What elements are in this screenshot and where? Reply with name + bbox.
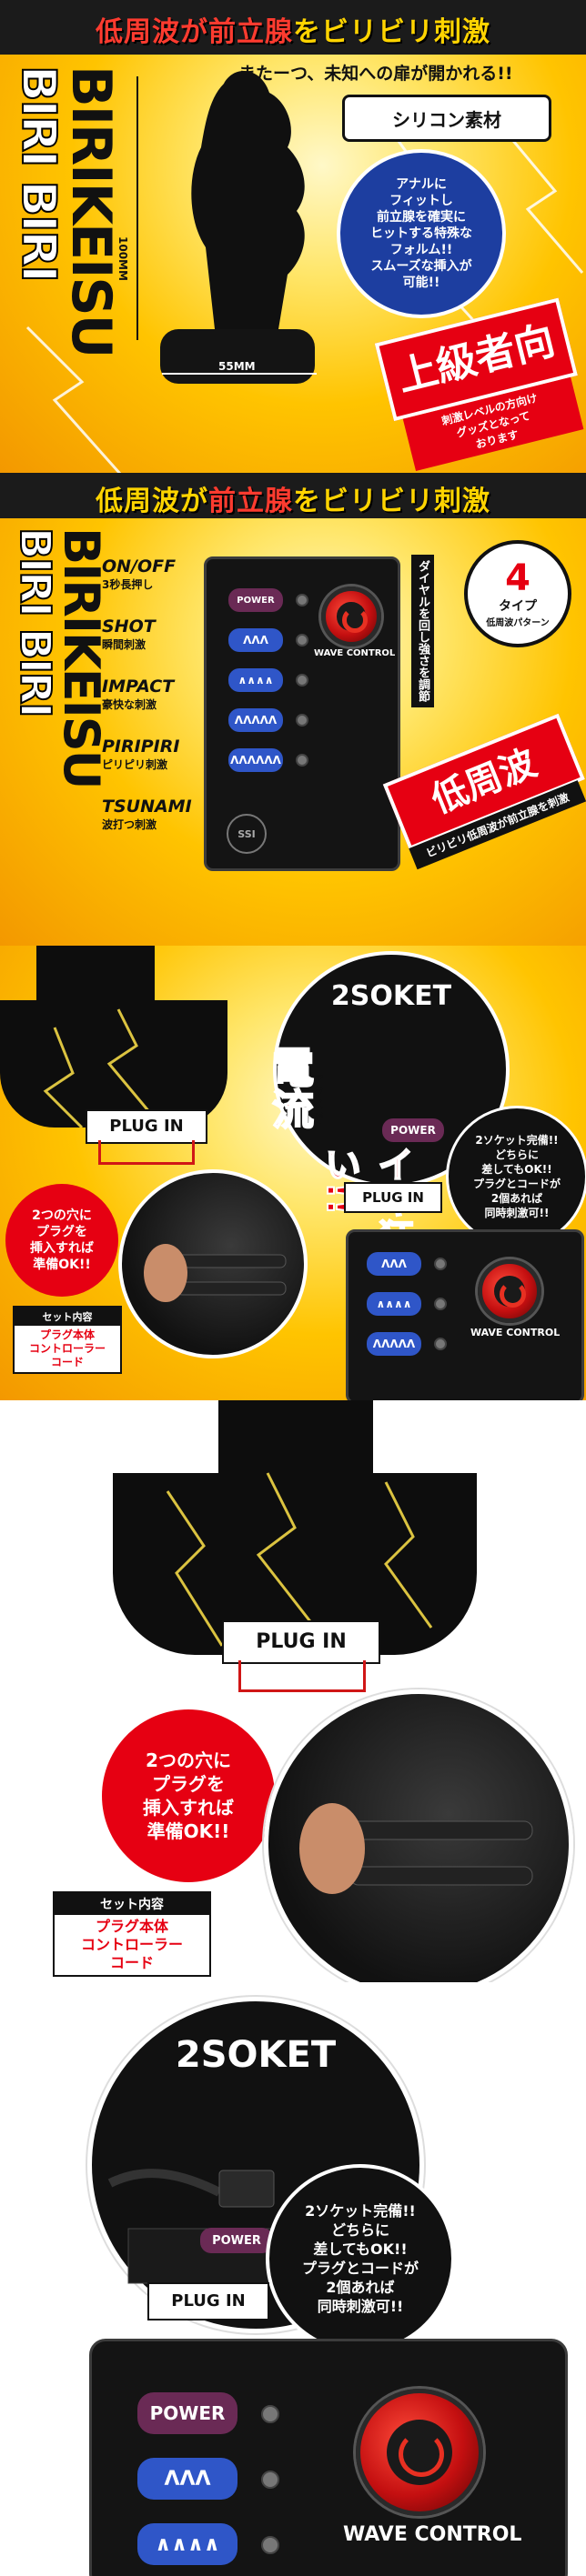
controller-large: POWER ΛΛΛ ∧∧∧∧ WAVE CONTROL	[89, 2339, 568, 2576]
spark-icon	[43, 1008, 157, 1128]
subtitle: またーつ、未知への扉が開かれる!!	[238, 64, 513, 84]
plug-stem	[36, 946, 155, 1000]
plug-cable-icon	[144, 1244, 287, 1302]
shot-button-s3[interactable]: ΛΛΛ	[367, 1252, 421, 1276]
mode-impact: IMPACT 豪快な刺激	[102, 677, 175, 711]
led-indicator	[296, 754, 308, 767]
plug-bubble: 2つの穴に プラグを 挿入すれば 準備OK!!	[5, 1184, 118, 1297]
height-dimension-line	[136, 76, 138, 340]
led-indicator	[261, 2536, 279, 2554]
led-indicator	[296, 634, 308, 647]
led-indicator	[434, 1258, 447, 1270]
spark-icon	[166, 1472, 433, 1647]
set-contents-box-large: セット内容 プラグ本体 コントローラー コード	[53, 1891, 211, 1977]
plug-bubble-large: 2つの穴に プラグを 挿入すれば 準備OK!!	[102, 1709, 275, 1882]
plug-in-label: PLUG IN	[86, 1109, 207, 1144]
mode-tsunami: TSUNAMI 波打つ刺激	[102, 797, 192, 831]
socket-title: 2SOKET	[330, 980, 452, 1012]
plug-in-label-large: PLUG IN	[222, 1620, 380, 1664]
wave-control-label-large: WAVE CONTROL	[343, 2523, 522, 2546]
section-overview: 低周波が前立腺をビリビリ刺激 またーつ、未知への扉が開かれる!! BIRI BI…	[0, 0, 586, 473]
width-dimension-line	[162, 373, 317, 375]
led-indicator	[296, 714, 308, 727]
plug-stem-large	[218, 1400, 373, 1473]
section-socket-detail: 2SOKET POWER 2ソケット完備!! どちらに 差してもOK!! プラグ…	[0, 1982, 586, 2576]
socket-title-large: 2SOKET	[175, 2034, 337, 2076]
brand-logo: SSI	[227, 814, 267, 854]
plug-in-label-s5: PLUG IN	[147, 2282, 269, 2320]
height-label: 100MM	[116, 236, 129, 281]
shot-button-large[interactable]: ΛΛΛ	[137, 2458, 237, 2500]
width-label: 55MM	[218, 360, 256, 373]
wave-control-dial[interactable]	[321, 586, 381, 647]
mode-piripiri: PIRIPIRI ピリピリ刺激	[102, 737, 180, 771]
wave-control-label: WAVE CONTROL	[314, 648, 396, 658]
connector-line	[98, 1140, 195, 1165]
impact-button[interactable]: ∧∧∧∧	[228, 668, 283, 692]
piripiri-button[interactable]: ΛΛΛΛΛ	[228, 708, 283, 732]
shot-button[interactable]: ΛΛΛ	[228, 628, 283, 652]
feature-bubble: アナルに フィットし 前立腺を確実に ヒットする特殊な フォルム!! スムーズな…	[337, 149, 506, 318]
power-button-large[interactable]: POWER	[137, 2392, 237, 2434]
controller-device: POWER ΛΛΛ ∧∧∧∧ ΛΛΛΛΛ ΛΛΛΛΛΛ WAVE CONTROL…	[204, 556, 400, 871]
power-button-s3[interactable]: POWER	[382, 1118, 444, 1142]
impact-button-large[interactable]: ∧∧∧∧	[137, 2523, 237, 2565]
led-indicator	[261, 2471, 279, 2489]
power-button[interactable]: POWER	[228, 588, 283, 612]
plug-product-icon	[160, 71, 315, 384]
section-controller: 低周波が前立腺をビリビリ刺激 BIRI BIRI BIRIKEISU ON/OF…	[0, 473, 586, 946]
led-indicator	[261, 2405, 279, 2423]
plug-closeup	[118, 1169, 308, 1358]
mode-onoff: ON/OFF 3秒長押し	[102, 556, 177, 591]
product-name-line1-s2: BIRI BIRI	[10, 526, 61, 717]
plug-closeup-large	[264, 1689, 573, 1982]
socket-bubble: 2ソケット完備!! どちらに 差してもOK!! プラグとコードが 2個あれば 同…	[446, 1106, 586, 1248]
section-plug-detail: PLUG IN 2つの穴に プラグを 挿入すれば 準備OK!! セット内容 プラ…	[0, 1400, 586, 1982]
banner-title: 低周波が前立腺をビリビリ刺激	[96, 16, 490, 48]
plug-in-label-right: PLUG IN	[344, 1182, 442, 1213]
plug-base	[0, 1000, 227, 1128]
banner-title-2: 低周波が前立腺をビリビリ刺激	[96, 486, 490, 517]
type-badge: 4 タイプ 低周波パターン	[464, 540, 571, 647]
product-name-line2-s2: BIRIKEISU	[53, 527, 110, 788]
led-indicator	[296, 674, 308, 687]
wave-control-dial-large[interactable]	[356, 2389, 483, 2516]
product-name-line2: BIRIKEISU	[59, 65, 123, 357]
impact-button-s3[interactable]: ∧∧∧∧	[367, 1292, 421, 1316]
led-indicator	[434, 1338, 447, 1350]
set-contents-box: セット内容 プラグ本体 コントローラー コード	[13, 1306, 122, 1374]
power-button-s5[interactable]: POWER	[200, 2228, 273, 2253]
tsunami-button[interactable]: ΛΛΛΛΛΛ	[228, 748, 283, 772]
plug-cable-icon	[299, 1803, 533, 1894]
led-indicator	[296, 594, 308, 606]
section-plug-overview: PLUG IN 2つの穴に プラグを 挿入すれば 準備OK!! セット内容 プラ…	[0, 946, 586, 1400]
controller-partial: ΛΛΛ ∧∧∧∧ ΛΛΛΛΛ WAVE CONTROL	[346, 1229, 584, 1400]
mode-shot: SHOT 瞬間刺激	[102, 616, 156, 651]
material-tag: シリコン素材	[342, 95, 551, 142]
piripiri-button-s3[interactable]: ΛΛΛΛΛ	[367, 1332, 421, 1356]
title-band-2	[0, 473, 586, 518]
title-band	[0, 0, 586, 55]
socket-bubble-large: 2ソケット完備!! どちらに 差してもOK!! プラグとコードが 2個あれば 同…	[266, 2164, 455, 2353]
product-name-line1: BIRI BIRI	[10, 65, 66, 282]
led-indicator	[434, 1298, 447, 1310]
connector-line	[238, 1660, 366, 1692]
dial-note: ダイヤルを回し強さを調節	[411, 555, 434, 707]
wave-control-label-s3: WAVE CONTROL	[470, 1327, 561, 1338]
wave-control-dial-s3[interactable]	[478, 1259, 541, 1323]
